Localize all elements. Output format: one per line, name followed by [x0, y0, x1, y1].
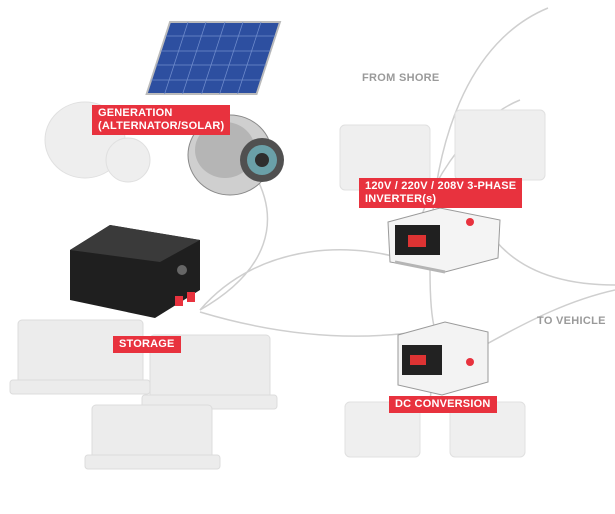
- alternator: [187, 114, 284, 196]
- inverter-unit: [387, 207, 501, 274]
- curve-inverter-vehicle: [494, 239, 615, 286]
- faded-inverter-2: [454, 109, 546, 181]
- curve-storage-inverter: [199, 249, 421, 311]
- dc-converter-unit: [397, 321, 489, 396]
- curve-dc-vehicle: [484, 289, 615, 346]
- curve-generation-storage: [199, 174, 269, 311]
- from-shore-label: FROM SHORE: [362, 72, 440, 84]
- faded-battery-3: [84, 404, 221, 470]
- inverter-label: 120V / 220V / 208V 3-PHASE INVERTER(s): [359, 178, 523, 208]
- curve-storage-dc: [199, 311, 431, 337]
- main-battery: [70, 225, 200, 318]
- faded-dc-1: [344, 401, 421, 458]
- faded-battery-1: [9, 319, 151, 395]
- dc-conversion-label: DC CONVERSION: [389, 396, 497, 413]
- generation-label: GENERATION (ALTERNATOR/SOLAR): [92, 105, 231, 135]
- solar-panel: [145, 21, 282, 95]
- to-vehicle-label: TO VEHICLE: [537, 315, 606, 327]
- storage-label: STORAGE: [113, 336, 181, 353]
